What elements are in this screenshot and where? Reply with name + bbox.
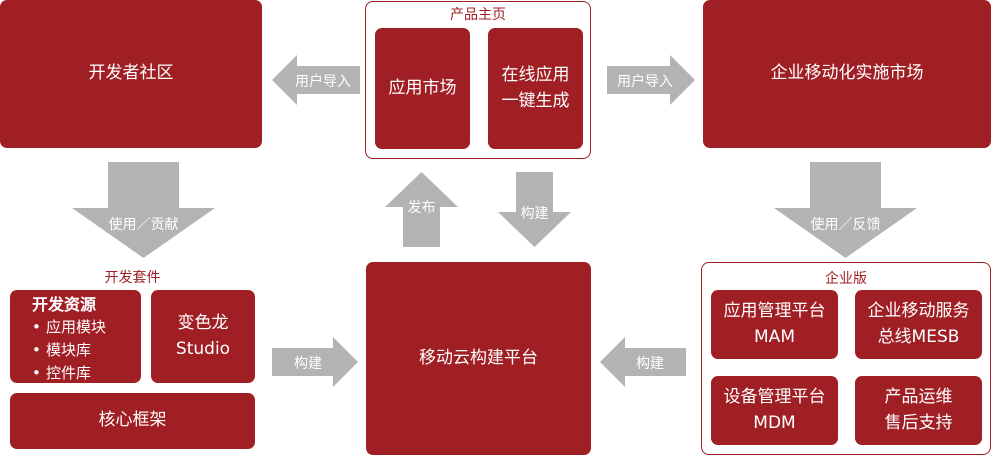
chameleon-studio-node: 变色龙 Studio <box>151 290 255 383</box>
enterprise-edition-frame: 企业版 <box>701 262 991 455</box>
developer-community-node: 开发者社区 <box>0 0 262 148</box>
online-app-generate-node: 在线应用 一键生成 <box>488 28 583 149</box>
enterprise-market-node: 企业移动化实施市场 <box>703 0 991 148</box>
build-down-arrow: 构建 <box>498 172 571 247</box>
build-from-enterprise-arrow: 构建 <box>600 337 686 387</box>
publish-arrow: 发布 <box>385 172 458 247</box>
dev-kit-title: 开发套件 <box>104 270 161 286</box>
dev-resources-node: 开发资源 •应用模块 •模块库 •控件库 <box>10 290 141 383</box>
dev-resources-item: •应用模块 <box>32 318 107 336</box>
mesb-node: 企业移动服务 总线MESB <box>855 290 982 359</box>
mam-node: 应用管理平台 MAM <box>711 290 838 359</box>
mdm-node: 设备管理平台 MDM <box>711 376 838 445</box>
user-import-left-arrow: 用户导入 <box>272 55 360 105</box>
build-from-kit-arrow: 构建 <box>272 337 358 387</box>
dev-resources-item: •模块库 <box>32 341 92 359</box>
product-home-title: 产品主页 <box>450 7 506 23</box>
dev-resources-item: •控件库 <box>32 364 92 382</box>
core-framework-node: 核心框架 <box>10 393 255 449</box>
user-import-right-arrow: 用户导入 <box>607 55 695 105</box>
use-contribute-arrow: 使用／贡献 <box>72 162 215 258</box>
product-home-frame: 产品主页 <box>365 1 591 159</box>
ops-support-node: 产品运维 售后支持 <box>855 376 982 445</box>
app-market-node: 应用市场 <box>375 28 470 149</box>
use-feedback-arrow: 使用／反馈 <box>774 162 917 258</box>
enterprise-edition-title: 企业版 <box>825 271 867 287</box>
mobile-cloud-platform-node: 移动云构建平台 <box>366 262 591 455</box>
dev-resources-title: 开发资源 <box>32 295 97 314</box>
